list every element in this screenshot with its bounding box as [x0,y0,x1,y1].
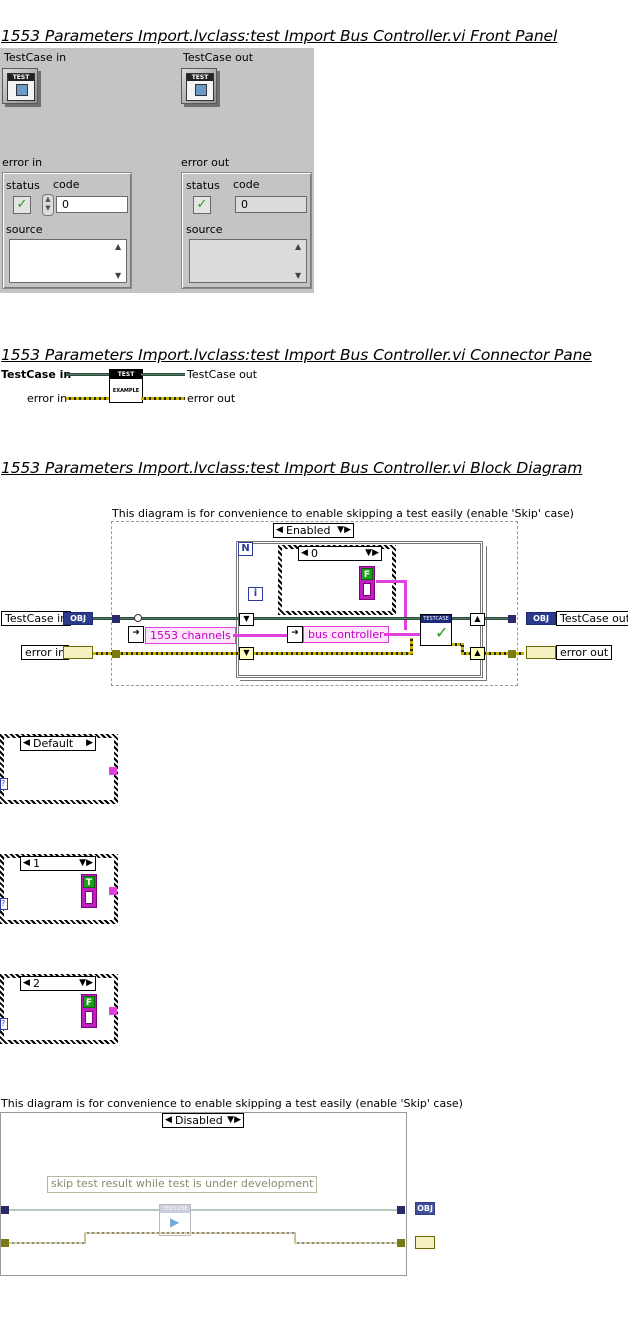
channels-constant[interactable]: 1553 channels [145,627,236,644]
connector-testcase-in: TestCase in [1,368,72,381]
testcase-in-object-tag: OBJ [63,612,93,625]
case-default-selector[interactable]: ◀ Default ▶ [20,736,96,751]
case-2-selector[interactable]: ◀ 2 ▼▶ [20,976,96,991]
status-label: status [186,179,220,192]
source-label: source [186,223,223,236]
front-panel: TestCase in TEST TestCase out TEST error… [0,48,314,293]
testcase-in-label: TestCase in [4,51,67,64]
error-in-terminal[interactable]: error in [21,645,70,660]
shift-register-left: ▼ [239,613,254,626]
inner-case-selector[interactable]: ◀ 0 ▼▶ [298,546,382,561]
disabled-diagram-comment: This diagram is for convenience to enabl… [1,1097,463,1110]
code-label: code [53,178,80,191]
selector-left-arrow[interactable]: ◀ [276,525,283,535]
disabled-error-tag [415,1236,435,1249]
disabled-object-tag: OBJ [415,1202,435,1215]
false-constant[interactable]: F [359,566,375,600]
connector-error-wire [66,397,110,400]
block-diagram-title: 1553 Parameters Import.lvclass:test Impo… [1,459,583,477]
object-wire [93,617,511,620]
code-increment-arrows[interactable]: ▲▼ [42,194,54,216]
connector-object-wire-out [141,373,185,376]
error-out-label: error out [181,156,230,169]
status-label: status [6,179,40,192]
disabled-selector[interactable]: ◀ Disabled ▼▶ [162,1113,244,1128]
true-constant[interactable]: T [81,874,97,908]
error-out-cluster-tag [526,646,556,659]
loop-iteration-terminal: i [248,587,263,601]
false-constant[interactable]: F [81,994,97,1028]
test-class-icon: TEST [186,73,214,101]
connector-error-wire-out [141,397,185,400]
skip-test-note: skip test result while test is under dev… [47,1176,318,1193]
diagram-comment: This diagram is for convenience to enabl… [112,507,574,520]
error-out-terminal[interactable]: error out [556,645,613,660]
connector-object-wire [66,373,110,376]
error-in-cluster: status code ✓ ▲▼ 0 source ▲▼ [2,172,132,289]
status-indicator: ✓ [193,196,211,214]
code-field[interactable]: 0 [56,196,128,213]
testcase-in-terminal[interactable]: TestCase in [1,611,72,626]
error-out-cluster: status code ✓ 0 source ▲▼ [181,172,312,289]
diagram-disable-structure [111,521,518,686]
shift-register-right: ▲ [470,613,485,626]
testcase-out-indicator: TEST [181,68,217,104]
connector-vi-icon: TEST EXAMPLE [109,369,143,403]
disabled-diagram-frame [0,1112,407,1276]
testcase-out-object-tag: OBJ [526,612,556,625]
loop-count-terminal[interactable]: N [238,542,253,556]
play-icon: ▶ [170,1215,180,1229]
testcase-subvi[interactable]: TESTCASE ✓ [420,614,452,646]
error-in-label: error in [2,156,43,169]
connector-testcase-out: TestCase out [187,368,258,381]
selector-right-arrow[interactable]: ▼▶ [337,525,351,535]
testcase-out-terminal[interactable]: TestCase out [556,611,628,626]
source-label: source [6,223,43,236]
testcase-in-control[interactable]: TEST [2,68,38,104]
status-checkbox[interactable]: ✓ [13,196,31,214]
code-label: code [233,178,260,191]
test-class-icon: TEST [7,73,35,101]
for-loop [236,541,483,678]
error-in-cluster-tag [63,646,93,659]
case-1-selector[interactable]: ◀ 1 ▼▶ [20,856,96,871]
check-icon: ✓ [435,623,449,642]
source-scrollbar[interactable]: ▲▼ [115,242,122,280]
code-indicator: 0 [235,196,307,213]
source-scrollbar[interactable]: ▲▼ [295,242,302,280]
bus-controller-constant[interactable]: bus controller [303,626,389,643]
enabled-selector[interactable]: ◀ Enabled ▼▶ [273,523,354,538]
connector-error-in: error in [27,392,68,405]
front-panel-title: 1553 Parameters Import.lvclass:test Impo… [1,27,558,45]
testcase-out-label: TestCase out [183,51,254,64]
source-indicator: ▲▼ [189,239,307,283]
source-field[interactable]: ▲▼ [9,239,127,283]
connector-error-out: error out [187,392,236,405]
disabled-testcase-subvi[interactable]: TESTCASE ▶ [159,1204,191,1236]
connector-pane-title: 1553 Parameters Import.lvclass:test Impo… [1,346,592,364]
